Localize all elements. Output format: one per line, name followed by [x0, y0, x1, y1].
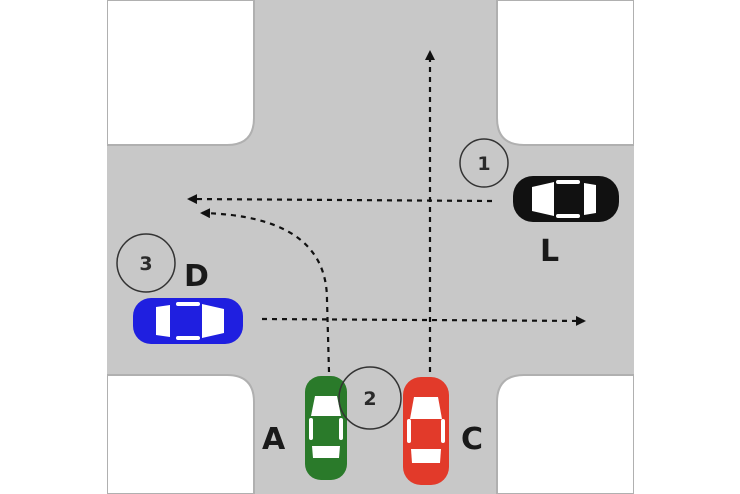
path-l-straight [187, 194, 493, 205]
order-number-2: 2 [363, 388, 376, 410]
sidewalk-bottom-right [496, 374, 635, 494]
paths [187, 50, 586, 373]
order-marker-1: 1 [459, 138, 509, 188]
roads [107, 0, 634, 494]
car-a [305, 376, 347, 480]
car-c [403, 377, 449, 485]
order-number-3: 3 [139, 253, 152, 275]
sidewalk-bottom-left [106, 374, 255, 494]
car-d [133, 298, 243, 344]
path-a-left-turn [200, 208, 331, 373]
car-label-l: L [540, 234, 559, 269]
edge-left [0, 0, 107, 494]
car-label-d: D [184, 259, 209, 294]
order-number-1: 1 [477, 153, 490, 175]
car-l [513, 176, 619, 222]
path-d-straight [261, 315, 586, 326]
sidewalk-top-left [106, 0, 255, 146]
car-label-c: C [461, 422, 483, 457]
edge-right [634, 0, 740, 494]
order-marker-2: 2 [338, 366, 402, 430]
car-label-a: A [262, 422, 286, 457]
sidewalk-top-right [496, 0, 635, 146]
order-marker-3: 3 [116, 233, 176, 293]
